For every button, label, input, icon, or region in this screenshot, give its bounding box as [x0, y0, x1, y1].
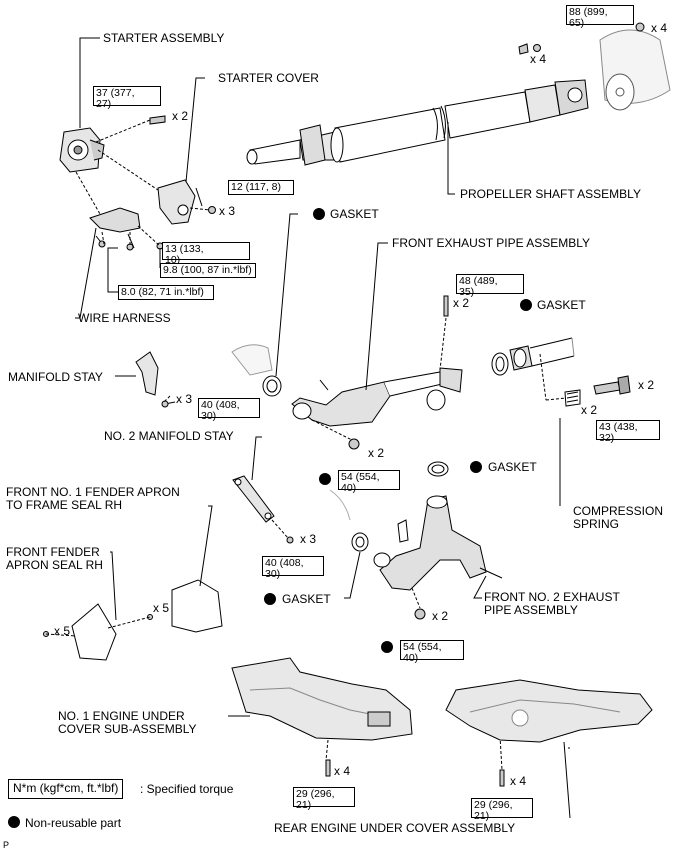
- torque-box: 9.8 (100, 87 in.*lbf): [160, 263, 256, 278]
- quantity-label: x 2: [368, 446, 385, 460]
- engine-faint-sketch: [329, 489, 351, 521]
- legend-torque-description: : Specified torque: [140, 782, 234, 796]
- label-gasket: GASKET: [330, 207, 379, 221]
- gasket-center-drawing: [427, 461, 449, 477]
- quantity-label: x 5: [54, 624, 71, 638]
- torque-box: 54 (554, 40): [338, 470, 400, 494]
- starter-cover-drawing: [157, 179, 196, 225]
- exhaust-dashes: [45, 317, 567, 771]
- torque-box: 40 (408, 30): [262, 556, 324, 580]
- label-gasket: GASKET: [488, 460, 537, 474]
- nonreusable-dot: [319, 473, 331, 485]
- nonreusable-dot: [264, 593, 276, 605]
- torque-box: 29 (296, 21): [471, 798, 533, 822]
- quantity-label: x 2: [453, 296, 470, 310]
- torque-box: 13 (133, 10): [162, 242, 250, 266]
- quantity-label: x 5: [153, 601, 170, 615]
- no1-engine-under-cover-drawing: [231, 657, 413, 741]
- torque-box: 29 (296, 21): [293, 787, 355, 811]
- quantity-label: x 2: [172, 109, 189, 123]
- label-starter-assembly: STARTER ASSEMBLY: [103, 31, 225, 45]
- fender-apron-to-frame-seal-drawing: [171, 579, 223, 633]
- exhaust-bolt-drawing: [443, 295, 449, 317]
- legend-nonreusable-text: Non-reusable part: [25, 816, 122, 830]
- starter-drawing: [59, 127, 105, 173]
- quantity-label: x 2: [638, 378, 655, 392]
- quantity-label: x 2: [581, 403, 598, 417]
- nonreusable-dot: [470, 461, 482, 473]
- label-front-exhaust-pipe: FRONT EXHAUST PIPE ASSEMBLY: [392, 236, 591, 250]
- propeller-shaft-drawing: [246, 79, 589, 166]
- label-manifold-stay: MANIFOLD STAY: [8, 370, 103, 384]
- front-no2-exhaust-pipe-drawing: [373, 495, 503, 591]
- corner-mark: P: [3, 840, 10, 850]
- label-no2-manifold-stay: NO. 2 MANIFOLD STAY: [104, 429, 234, 443]
- label-propeller-shaft: PROPELLER SHAFT ASSEMBLY: [460, 187, 641, 201]
- legend-nonreusable-dot: [8, 816, 20, 828]
- rear-engine-under-cover-drawing: [445, 679, 653, 743]
- label-fender-apron-to-frame-seal: FRONT NO. 1 FENDER APRON TO FRAME SEAL R…: [6, 485, 180, 512]
- no2-manifold-stay-drawing: [232, 475, 275, 523]
- manifold-stay-drawing: [135, 351, 176, 408]
- label-wire-harness: WIRE HARNESS: [78, 311, 171, 325]
- leader-lines: [75, 37, 571, 819]
- torque-box: 12 (117, 8): [228, 180, 294, 195]
- exhaust-tail-drawing: [509, 337, 575, 371]
- quantity-label: x 3: [300, 532, 317, 546]
- torque-box: 37 (377, 27): [93, 86, 161, 110]
- gasket-left-drawing: [262, 375, 282, 397]
- torque-box: 54 (554, 40): [400, 640, 464, 664]
- label-compression-spring: COMPRESSION SPRING: [573, 504, 664, 531]
- label-fender-apron-seal: FRONT FENDER APRON SEAL RH: [6, 545, 103, 572]
- propeller-bolts-drawing: [518, 22, 645, 55]
- label-gasket: GASKET: [537, 298, 586, 312]
- fender-apron-seal-drawing: [71, 603, 117, 661]
- quantity-label: x 2: [432, 609, 449, 623]
- quantity-label: x 3: [176, 392, 193, 406]
- torque-box: 40 (408, 30): [198, 398, 260, 422]
- nonreusable-dot: [313, 208, 325, 220]
- quantity-label: x 4: [530, 52, 547, 66]
- label-no1-engine-under-cover: NO. 1 ENGINE UNDER COVER SUB-ASSEMBLY: [58, 709, 197, 736]
- quantity-label: x 4: [334, 764, 351, 778]
- front-exhaust-pipe-drawing: [291, 367, 463, 427]
- nonreusable-dot: [381, 641, 393, 653]
- starter-dashes: [75, 119, 211, 247]
- quantity-label: x 3: [219, 204, 236, 218]
- quantity-label: x 4: [510, 774, 527, 788]
- label-starter-cover: STARTER COVER: [218, 71, 319, 85]
- gasket-lower-drawing: [351, 532, 369, 552]
- torque-box: 48 (489, 35): [456, 274, 524, 298]
- torque-box: 88 (899, 65): [566, 5, 634, 29]
- engine-block-outline: [231, 344, 273, 376]
- label-front-no2-exhaust-pipe: FRONT NO. 2 EXHAUST PIPE ASSEMBLY: [484, 590, 620, 617]
- gasket-right-drawing: [491, 352, 509, 376]
- label-gasket: GASKET: [282, 592, 331, 606]
- legend-torque-unit-box: N*m (kgf*cm, ft.*lbf): [8, 779, 124, 799]
- label-rear-engine-under-cover: REAR ENGINE UNDER COVER ASSEMBLY: [274, 821, 516, 835]
- nonreusable-dot: [520, 299, 532, 311]
- spring-and-bolt-drawing: [564, 375, 631, 407]
- torque-box: 8.0 (82, 71 in.*lbf): [118, 285, 214, 300]
- quantity-label: x 4: [651, 21, 668, 35]
- wire-harness-drawing: [89, 207, 164, 251]
- torque-box: 43 (438, 32): [596, 420, 660, 444]
- differential-flange-drawing: [599, 29, 671, 111]
